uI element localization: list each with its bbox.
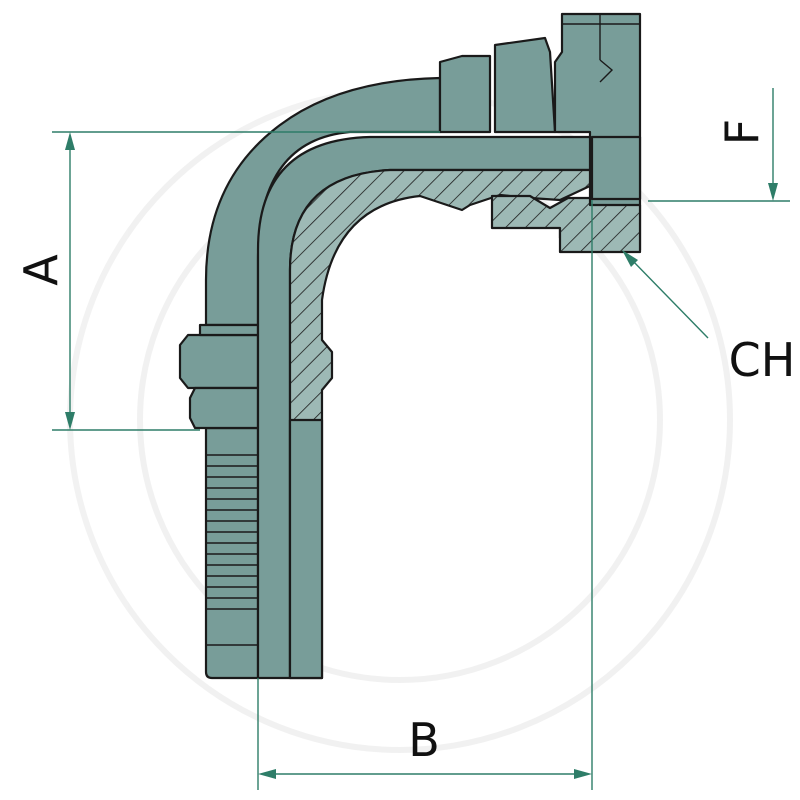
dim-label-ch: CH	[729, 333, 796, 387]
hose-tail-body	[204, 426, 260, 680]
dim-label-b: B	[408, 713, 440, 767]
socket-collar	[178, 333, 260, 390]
collar-neck	[198, 323, 260, 337]
swivel-neck	[438, 54, 492, 134]
barbs	[206, 454, 258, 646]
collar-lower	[188, 386, 260, 430]
hose-tail-shell	[288, 418, 324, 680]
wall-section	[288, 168, 594, 680]
swivel-collar	[493, 36, 557, 134]
fitting-body	[178, 12, 642, 680]
seal-face	[590, 135, 642, 201]
nut-chamfer	[599, 59, 614, 83]
nut-section	[490, 194, 642, 254]
elbow-outer-body	[204, 76, 442, 327]
dim-label-a: A	[14, 254, 68, 286]
dimension-lines	[52, 88, 790, 790]
dim-label-f: F	[715, 119, 769, 145]
